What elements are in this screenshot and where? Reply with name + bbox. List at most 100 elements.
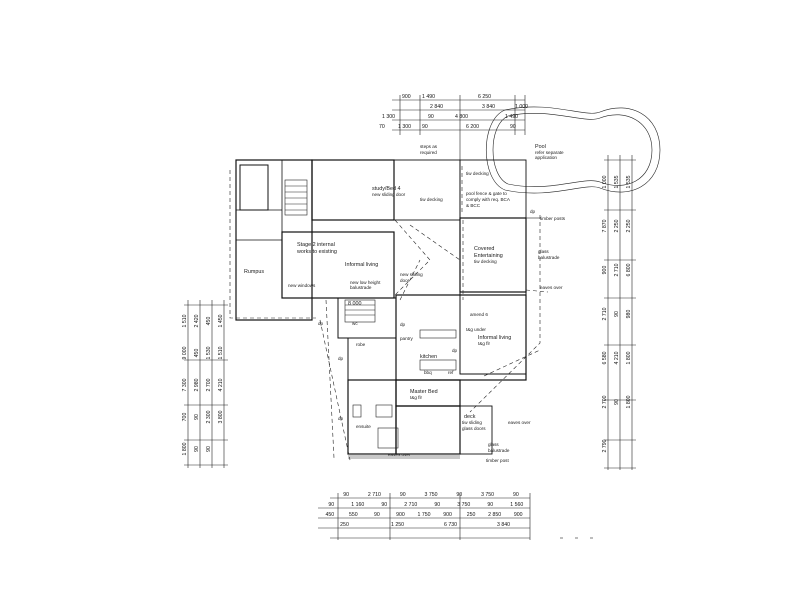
- right-dim-1: 1 535: [614, 175, 620, 188]
- informal-living-2-note: t&g flr: [478, 341, 490, 346]
- right-dim-4: 2 250: [614, 219, 620, 232]
- bottom-dim-r2-0: 90: [328, 502, 334, 508]
- left-dim-0: 1 510: [182, 314, 188, 327]
- glass-balustrade-note-1: glass: [538, 249, 549, 254]
- pool-outline: [486, 106, 661, 194]
- pool-note-2: application: [535, 155, 557, 160]
- pool-inner-outline: [492, 113, 653, 187]
- bottom-dim-r3-8: 900: [514, 512, 523, 518]
- bottom-dim-r3-4: 1 750: [418, 512, 431, 518]
- covered-label-2: Entertaining: [474, 253, 503, 259]
- right-dim-13: 4 210: [614, 351, 620, 364]
- glass-balustrade-note-4: balustrade: [488, 448, 510, 453]
- bottom-dim-r2-7: 1 560: [510, 502, 523, 508]
- top-dim-1300: 1 300: [382, 114, 395, 120]
- pool-label: Pool: [535, 144, 546, 150]
- right-dim-17: 1 800: [626, 395, 632, 408]
- top-dim-1490: 1 490: [422, 94, 435, 100]
- decking-note-2: tiw decking: [420, 197, 443, 202]
- bottom-dim-r4-0: 250: [340, 522, 349, 528]
- dp-label-3: dp: [400, 322, 406, 327]
- bottom-dim-r2-6: 90: [487, 502, 493, 508]
- dp-label-2: dp: [318, 321, 324, 326]
- low-height-note-1: new low height: [350, 280, 381, 285]
- dp-label-5: dp: [452, 348, 458, 353]
- timber-post-note: timber post: [486, 458, 509, 463]
- right-dim-10: 90: [614, 311, 620, 317]
- pool-note-1: refer separate: [535, 150, 564, 155]
- left-dim-9: 2 980: [194, 378, 200, 391]
- bottom-dim-r4-2: 6 730: [444, 522, 457, 528]
- right-dim-7: 2 710: [614, 263, 620, 276]
- informal-living-2-label: Informal living: [478, 335, 511, 341]
- eaves-over-note-2: eaves over: [508, 420, 531, 425]
- bottom-dim-r1-1: 2 710: [368, 492, 381, 498]
- left-dim-16: 1 800: [182, 442, 188, 455]
- wc-label: wc: [352, 321, 358, 326]
- right-dim-14: 1 800: [626, 351, 632, 364]
- right-dim-9: 2 710: [602, 307, 608, 320]
- dp-label-6: dp: [338, 416, 344, 421]
- dp-label-1: dp: [530, 209, 536, 214]
- right-dimension-chain: [604, 155, 636, 470]
- deck-note-2: glass doors: [462, 426, 486, 431]
- left-dim-13: 90: [194, 414, 200, 420]
- right-dim-5: 2 250: [626, 219, 632, 232]
- top-dim-4800: 4 800: [455, 114, 468, 120]
- deck-label: deck: [464, 414, 476, 420]
- eaves-dashed-lines: [229, 166, 549, 461]
- eaves-over-note-3: eaves over: [388, 452, 411, 457]
- left-dim-14: 2 300: [206, 410, 212, 423]
- top-dim-900: 900: [402, 94, 411, 100]
- bbq-label: bbq: [424, 370, 432, 375]
- left-dim-7: 1 510: [218, 346, 224, 359]
- kitchen-label: kitchen: [420, 354, 437, 360]
- left-dim-12: 700: [182, 413, 188, 422]
- bottom-dimension-chain: [318, 493, 531, 540]
- low-height-note-2: balustrade: [350, 285, 372, 290]
- left-dim-5: 450: [194, 349, 200, 358]
- bottom-dim-r3-6: 250: [467, 512, 476, 518]
- left-dim-18: 90: [206, 446, 212, 452]
- left-dim-10: 2 700: [206, 378, 212, 391]
- top-dim-6200: 6 200: [466, 124, 479, 130]
- new-windows-note: new windows: [288, 283, 316, 288]
- stage2-label-1: Stage 2 internal: [297, 242, 335, 248]
- rumpus-label: Rumpus: [244, 269, 264, 275]
- top-dim-1490b: 1 490: [505, 114, 518, 120]
- tag-under-note: t&g under: [466, 327, 486, 332]
- pool-fence-note-1: pool fence & gate to: [466, 191, 507, 196]
- right-dim-0: 1 000: [602, 175, 608, 188]
- top-dim-1000: 1 000: [515, 104, 528, 110]
- right-dim-11: 980: [626, 310, 632, 319]
- fridge-label: ref: [448, 370, 454, 375]
- bottom-dim-r3-0: 450: [325, 512, 334, 518]
- master-bed-label: Master Bed: [410, 389, 438, 395]
- left-dim-15: 3 800: [218, 410, 224, 423]
- top-dim-3840: 3 840: [482, 104, 495, 110]
- new-sliding-note-2: door: [400, 278, 410, 283]
- bottom-dim-r1-2: 90: [400, 492, 406, 498]
- left-dim-3: 1 450: [218, 314, 224, 327]
- right-dim-16: 90: [614, 399, 620, 405]
- bottom-dim-r4-3: 3 840: [497, 522, 510, 528]
- right-dim-15: 2 700: [602, 395, 608, 408]
- left-dimension-chain: [184, 300, 228, 468]
- bottom-dim-r3-1: 550: [349, 512, 358, 518]
- timber-posts-note: timber posts: [540, 216, 566, 221]
- stage2-label-2: works to existing: [296, 249, 337, 255]
- right-dim-6: 900: [602, 266, 608, 275]
- left-dim-2: 450: [206, 317, 212, 326]
- covered-label-3: tiw decking: [474, 259, 497, 264]
- top-dim-70: 70: [379, 124, 385, 130]
- bottom-dim-r2-4: 90: [434, 502, 440, 508]
- top-dim-90b: 90: [422, 124, 428, 130]
- bottom-dim-r3-2: 90: [374, 512, 380, 518]
- study-note: new sliding door: [372, 192, 406, 197]
- left-dim-6: 1 530: [206, 346, 212, 359]
- bottom-dim-r3-7: 2 850: [488, 512, 501, 518]
- steps-note-2: required: [420, 150, 437, 155]
